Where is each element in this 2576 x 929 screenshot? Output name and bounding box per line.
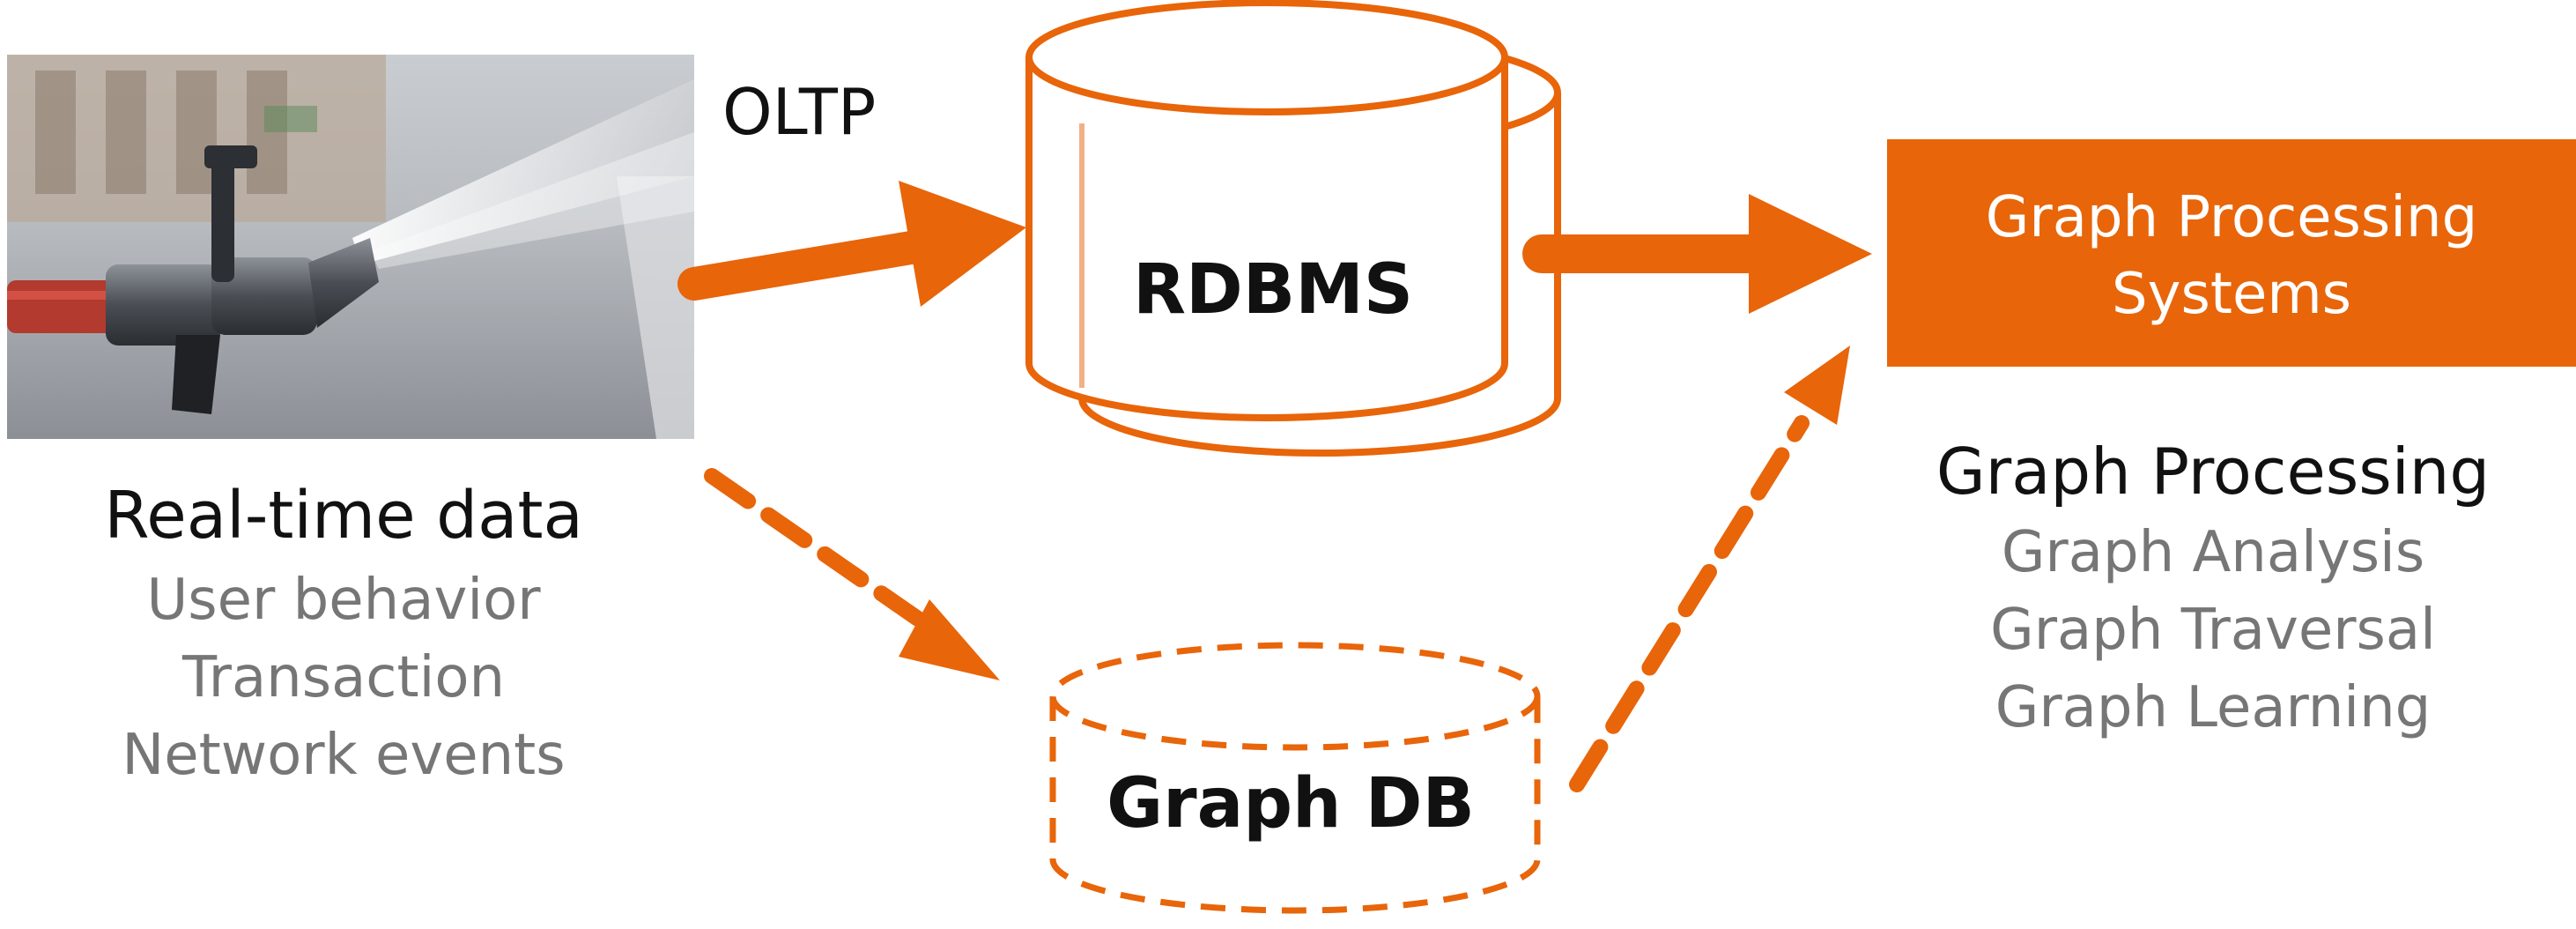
- source-item: Transaction: [181, 645, 505, 710]
- dashed-arrow-to-gps: [1569, 346, 1850, 792]
- gps-label-line1: Graph Processing: [1986, 185, 2477, 250]
- source-item: Network events: [122, 723, 565, 788]
- graph-processing-systems-box: [1887, 139, 2576, 367]
- oltp-label: OLTP: [722, 75, 876, 149]
- graph-processing-item: Graph Analysis: [2002, 520, 2424, 585]
- graph-processing-title: Graph Processing: [1936, 435, 2490, 509]
- realtime-data-title: Real-time data: [104, 478, 583, 554]
- gps-label-line2: Systems: [2112, 262, 2351, 327]
- arrow-to-rdbms: [677, 181, 1026, 307]
- rdbms-label: RDBMS: [1133, 250, 1413, 330]
- graph-processing-item: Graph Learning: [1995, 675, 2432, 740]
- arrow-to-gps: [1522, 194, 1872, 314]
- source-item: User behavior: [146, 568, 541, 633]
- graph-processing-item: Graph Traversal: [1990, 598, 2436, 663]
- graph-db-label: Graph DB: [1107, 764, 1475, 844]
- fire-hose-nozzle-photo: [7, 55, 694, 439]
- rdbms-cylinder: [1025, 0, 1561, 457]
- dashed-arrow-to-graph-db: [704, 468, 1000, 680]
- graph-db-cylinder: [1049, 642, 1541, 914]
